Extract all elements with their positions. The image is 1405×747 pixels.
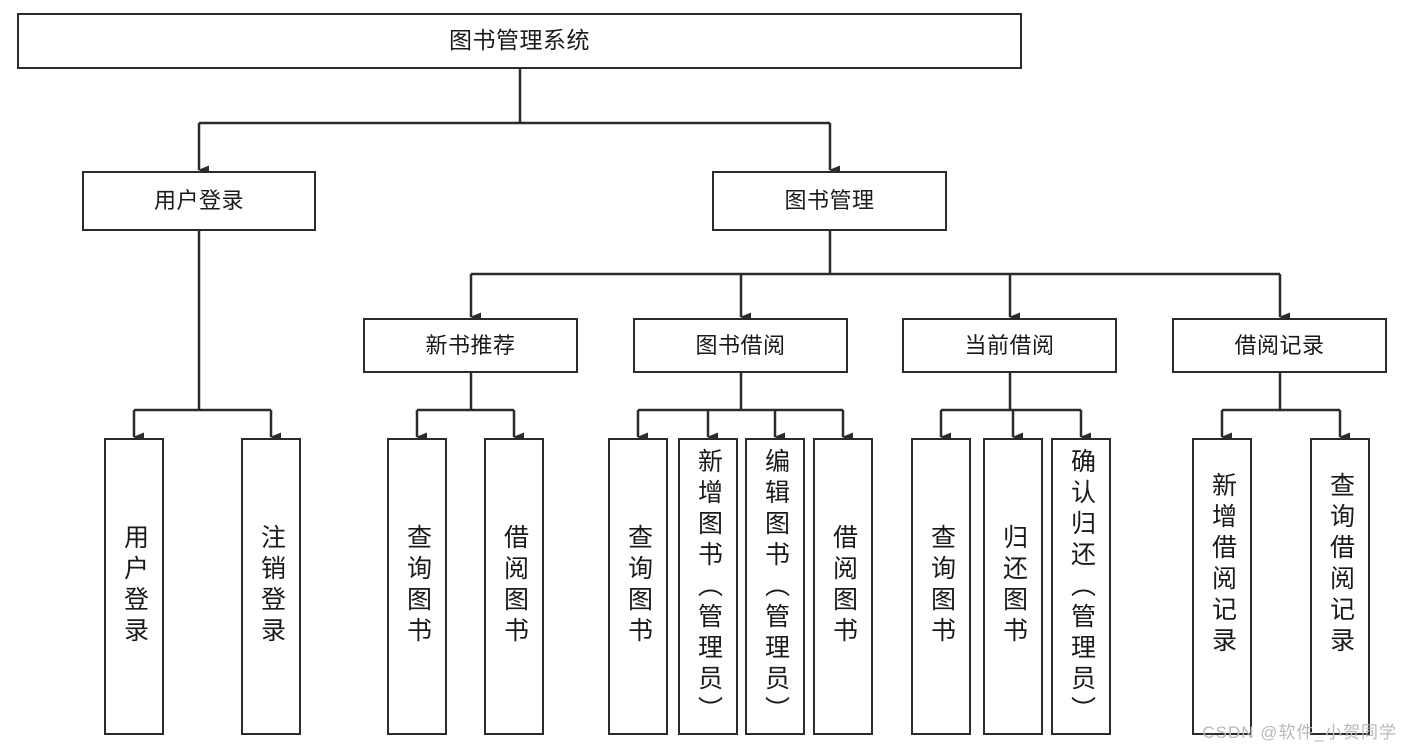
node-leaf-query-book-2[interactable]: 查询图书 [608,438,668,735]
node-label-borrow-record: 借阅记录 [1234,332,1325,358]
node-label-book-manage: 图书管理 [784,188,875,214]
node-leaf-user-logout[interactable]: 注销登录 [241,438,301,735]
node-leaf-confirm-return[interactable]: 确认归还（管理员） [1051,438,1111,735]
node-current-borrow[interactable]: 当前借阅 [902,318,1117,373]
node-label-current-borrow: 当前借阅 [964,332,1055,358]
node-label-leaf-borrow-book-1: 借阅图书 [500,524,529,648]
node-leaf-borrow-book-1[interactable]: 借阅图书 [484,438,544,735]
node-leaf-add-book[interactable]: 新增图书（管理员） [678,438,738,735]
node-label-leaf-query-book-2: 查询图书 [624,524,653,648]
connector-lines [132,69,1350,442]
node-label-leaf-user-login: 用户登录 [120,524,149,648]
node-leaf-query-book-1[interactable]: 查询图书 [387,438,447,735]
node-label-leaf-edit-book: 编辑图书（管理员） [761,448,790,727]
node-new-book-rec[interactable]: 新书推荐 [363,318,578,373]
node-label-leaf-return-book: 归还图书 [999,524,1028,648]
node-label-leaf-query-book-3: 查询图书 [927,524,956,648]
node-label-book-borrow: 图书借阅 [695,332,786,358]
node-user-login[interactable]: 用户登录 [82,171,316,231]
node-label-leaf-user-logout: 注销登录 [257,524,286,648]
node-book-manage[interactable]: 图书管理 [712,171,947,231]
node-leaf-borrow-book-2[interactable]: 借阅图书 [813,438,873,735]
watermark-text: CSDN @软件_小贺同学 [1202,723,1397,742]
node-label-leaf-add-record: 新增借阅记录 [1208,472,1237,658]
node-leaf-query-record[interactable]: 查询借阅记录 [1310,438,1370,735]
node-root[interactable]: 图书管理系统 [17,13,1022,69]
node-borrow-record[interactable]: 借阅记录 [1172,318,1387,373]
node-leaf-add-record[interactable]: 新增借阅记录 [1192,438,1252,735]
node-leaf-user-login[interactable]: 用户登录 [104,438,164,735]
node-label-leaf-confirm-return: 确认归还（管理员） [1067,448,1096,727]
node-label-leaf-add-book: 新增图书（管理员） [694,448,723,727]
node-leaf-query-book-3[interactable]: 查询图书 [911,438,971,735]
node-leaf-edit-book[interactable]: 编辑图书（管理员） [745,438,805,735]
node-book-borrow[interactable]: 图书借阅 [633,318,848,373]
node-label-leaf-query-record: 查询借阅记录 [1326,472,1355,658]
node-label-leaf-query-book-1: 查询图书 [403,524,432,648]
node-label-root: 图书管理系统 [449,27,590,54]
node-leaf-return-book[interactable]: 归还图书 [983,438,1043,735]
node-label-user-login: 用户登录 [153,188,244,214]
node-label-leaf-borrow-book-2: 借阅图书 [829,524,858,648]
node-label-new-book-rec: 新书推荐 [425,332,516,358]
